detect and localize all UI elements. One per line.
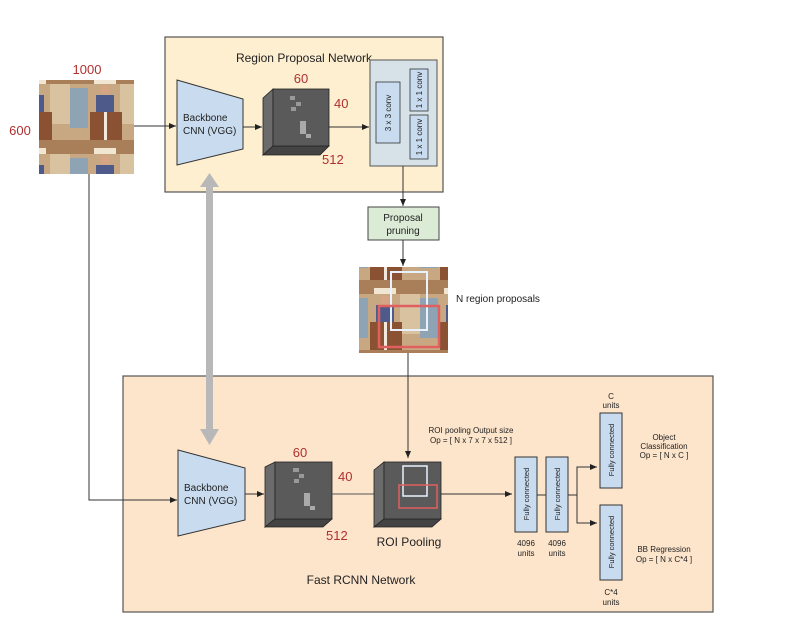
roi-output-label-2: Op = [ N x 7 x 7 x 512 ] — [430, 436, 512, 445]
fc2-units-2: units — [549, 549, 566, 558]
roi-output-label-1: ROI pooling Output size — [429, 426, 514, 435]
fc1-units-2: units — [518, 549, 535, 558]
cls-units-1: C — [608, 392, 614, 401]
rpn-backbone-cnn — [176, 79, 244, 166]
reg-units-2: units — [603, 598, 620, 607]
conv-1x1-top — [409, 68, 429, 112]
fast-fmap-depth: 512 — [326, 528, 348, 543]
fast-fmap-height: 40 — [338, 469, 352, 484]
cls-output-1: Object — [652, 433, 676, 442]
proposals-label: N region proposals — [456, 294, 540, 305]
proposals-image — [359, 267, 448, 353]
rpn-fmap-height: 40 — [334, 96, 348, 111]
fc1-label: Fully connected — [522, 468, 531, 521]
conv-3x3-label: 3 x 3 conv — [384, 95, 393, 131]
pruning-label-2: pruning — [386, 226, 419, 237]
rpn-backbone-label-2: CNN (VGG) — [183, 126, 236, 137]
conv-1x1-bottom — [409, 114, 429, 160]
fast-feature-map — [263, 461, 334, 528]
fast-rcnn-title: Fast RCNN Network — [307, 573, 417, 587]
proposal-box-red — [377, 304, 441, 349]
reg-output-1: BB Regression — [637, 545, 690, 554]
arrow-fc2-to-reg — [576, 495, 597, 526]
roi-pooling-label: ROI Pooling — [377, 535, 442, 549]
cls-output-3: Op = [ N x C ] — [640, 451, 689, 460]
input-height-label: 600 — [9, 123, 31, 138]
shared-weights-arrow — [200, 173, 219, 445]
fc-reg-box — [599, 504, 623, 581]
proposal-box-white — [390, 271, 428, 331]
conv-1x1-top-label: 1 x 1 conv — [415, 72, 424, 108]
input-image — [39, 80, 134, 174]
fc-cls-label: Fully connected — [607, 424, 616, 477]
fc-reg-label: Fully connected — [607, 516, 616, 569]
conv-1x1-bottom-label: 1 x 1 conv — [415, 119, 424, 155]
fc2-label: Fully connected — [553, 468, 562, 521]
fast-backbone-label-1: Backbone — [184, 483, 229, 494]
proposal-pruning-box — [367, 206, 440, 241]
rpn-feature-map — [261, 88, 330, 156]
arrow-fc2-to-cls — [568, 464, 597, 496]
fast-backbone-cnn — [177, 449, 246, 537]
fc1-units-1: 4096 — [517, 539, 535, 548]
rpn-fmap-depth: 512 — [322, 152, 344, 167]
pruning-label-1: Proposal — [383, 213, 422, 224]
cls-output-2: Classification — [640, 442, 687, 451]
rpn-title: Region Proposal Network — [236, 51, 373, 65]
fast-backbone-label-2: CNN (VGG) — [184, 496, 237, 507]
fast-fmap-width: 60 — [293, 445, 307, 460]
conv-3x3 — [375, 81, 401, 144]
fc2-units-1: 4096 — [548, 539, 566, 548]
reg-units-1: C*4 — [604, 588, 618, 597]
fc-cls-box — [599, 412, 623, 489]
arrow-image-to-fast — [88, 174, 177, 503]
reg-output-2: Op = [ N x C*4 ] — [636, 555, 692, 564]
roi-pooling-cube — [372, 461, 443, 528]
rpn-fmap-width: 60 — [294, 71, 308, 86]
rpn-backbone-label-1: Backbone — [183, 113, 228, 124]
cls-units-2: units — [603, 401, 620, 410]
input-width-label: 1000 — [73, 62, 102, 77]
